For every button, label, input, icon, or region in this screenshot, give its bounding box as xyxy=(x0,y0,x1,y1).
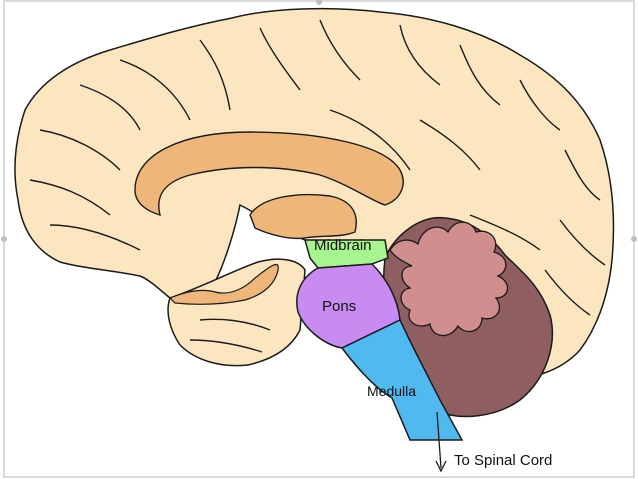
handle-top xyxy=(316,0,322,5)
label-medulla: Medulla xyxy=(367,384,416,398)
label-pons: Pons xyxy=(322,299,356,314)
label-to-spinal-cord: To Spinal Cord xyxy=(454,453,552,468)
handle-left xyxy=(1,236,7,242)
handle-right xyxy=(631,236,637,242)
label-midbrain: Midbrain xyxy=(314,238,372,253)
